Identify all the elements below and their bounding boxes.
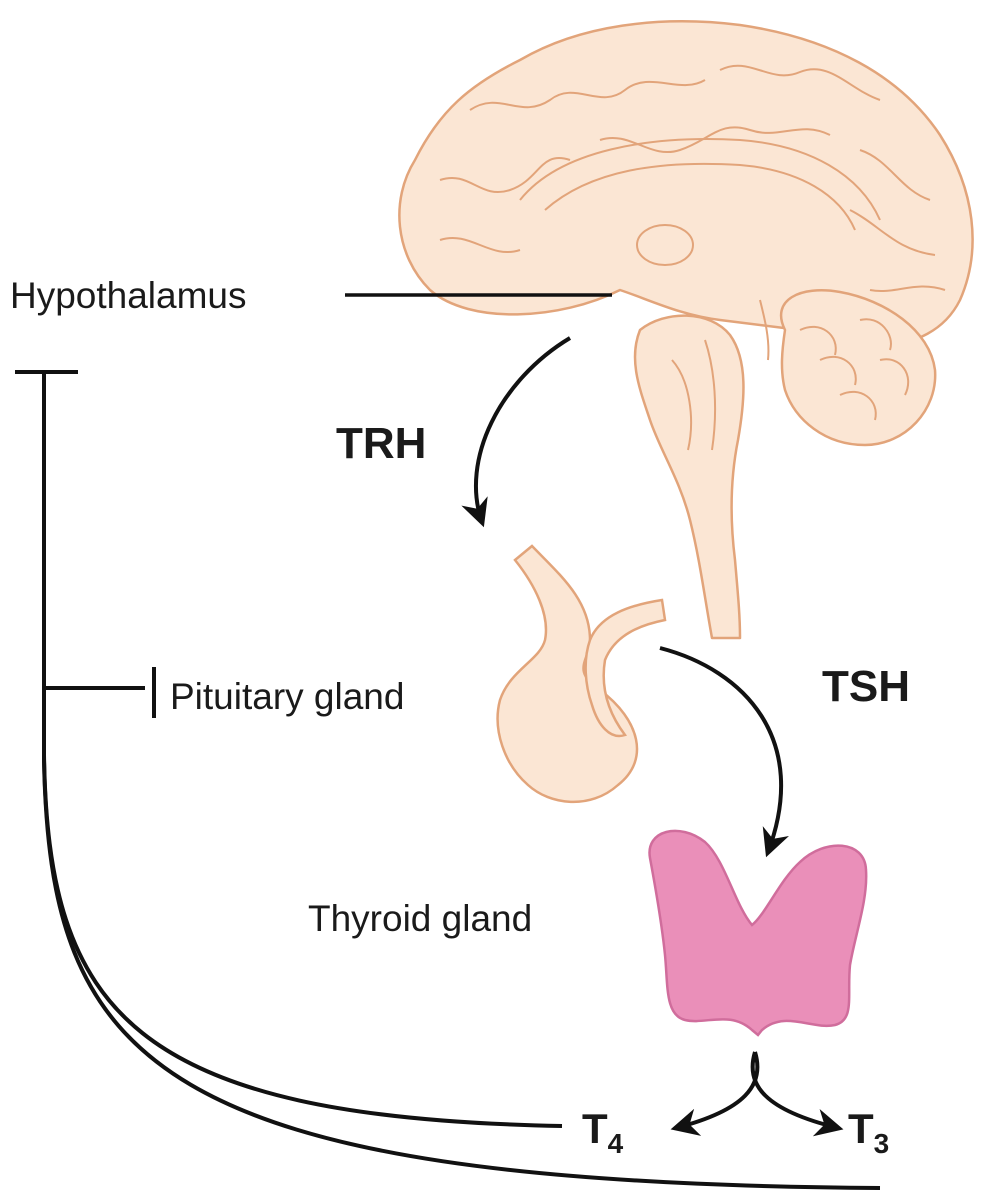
t4-arrow xyxy=(670,1051,760,1136)
negative-feedback-lines xyxy=(15,370,881,1190)
trh-label: TRH xyxy=(336,419,427,468)
hypothalamus-label: Hypothalamus xyxy=(10,275,247,316)
pituitary-gland-illustration xyxy=(496,544,667,804)
tsh-arrow xyxy=(659,646,789,858)
feedback-curve-from-t3 xyxy=(42,759,881,1190)
gyri-lines xyxy=(439,64,946,451)
t3-arrow xyxy=(750,1051,844,1137)
pituitary-body xyxy=(496,544,639,804)
brain-illustration xyxy=(398,20,974,640)
feedback-curve-from-t4 xyxy=(42,754,563,1128)
t3-letter: T xyxy=(848,1105,874,1152)
t4-subscript: 4 xyxy=(607,1128,624,1159)
cerebrum xyxy=(398,20,974,347)
thyroid-gland-label: Thyroid gland xyxy=(308,898,533,939)
t3-label: T3 xyxy=(848,1108,889,1158)
thyroid-gland-illustration xyxy=(648,829,868,1037)
cerebellum xyxy=(779,289,937,447)
pituitary-stalk xyxy=(584,598,667,738)
brainstem xyxy=(633,314,745,640)
tsh-label: TSH xyxy=(822,662,910,711)
t4-label: T4 xyxy=(582,1108,623,1158)
t3-subscript: 3 xyxy=(873,1128,890,1159)
trh-arrow xyxy=(461,336,572,528)
pituitary-gland-label: Pituitary gland xyxy=(170,676,405,717)
t4-letter: T xyxy=(582,1105,608,1152)
